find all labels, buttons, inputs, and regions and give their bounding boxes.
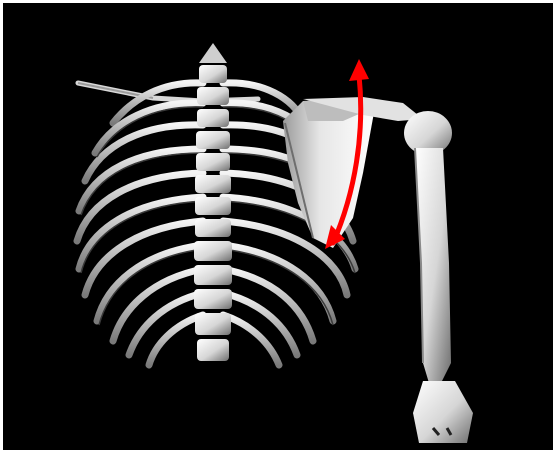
illustration-canvas	[3, 3, 553, 450]
rib-cage-left	[77, 83, 203, 365]
spine	[194, 43, 232, 361]
humerus	[404, 111, 473, 443]
skeleton-illustration	[3, 3, 553, 450]
arrowhead-up-icon	[349, 59, 369, 81]
